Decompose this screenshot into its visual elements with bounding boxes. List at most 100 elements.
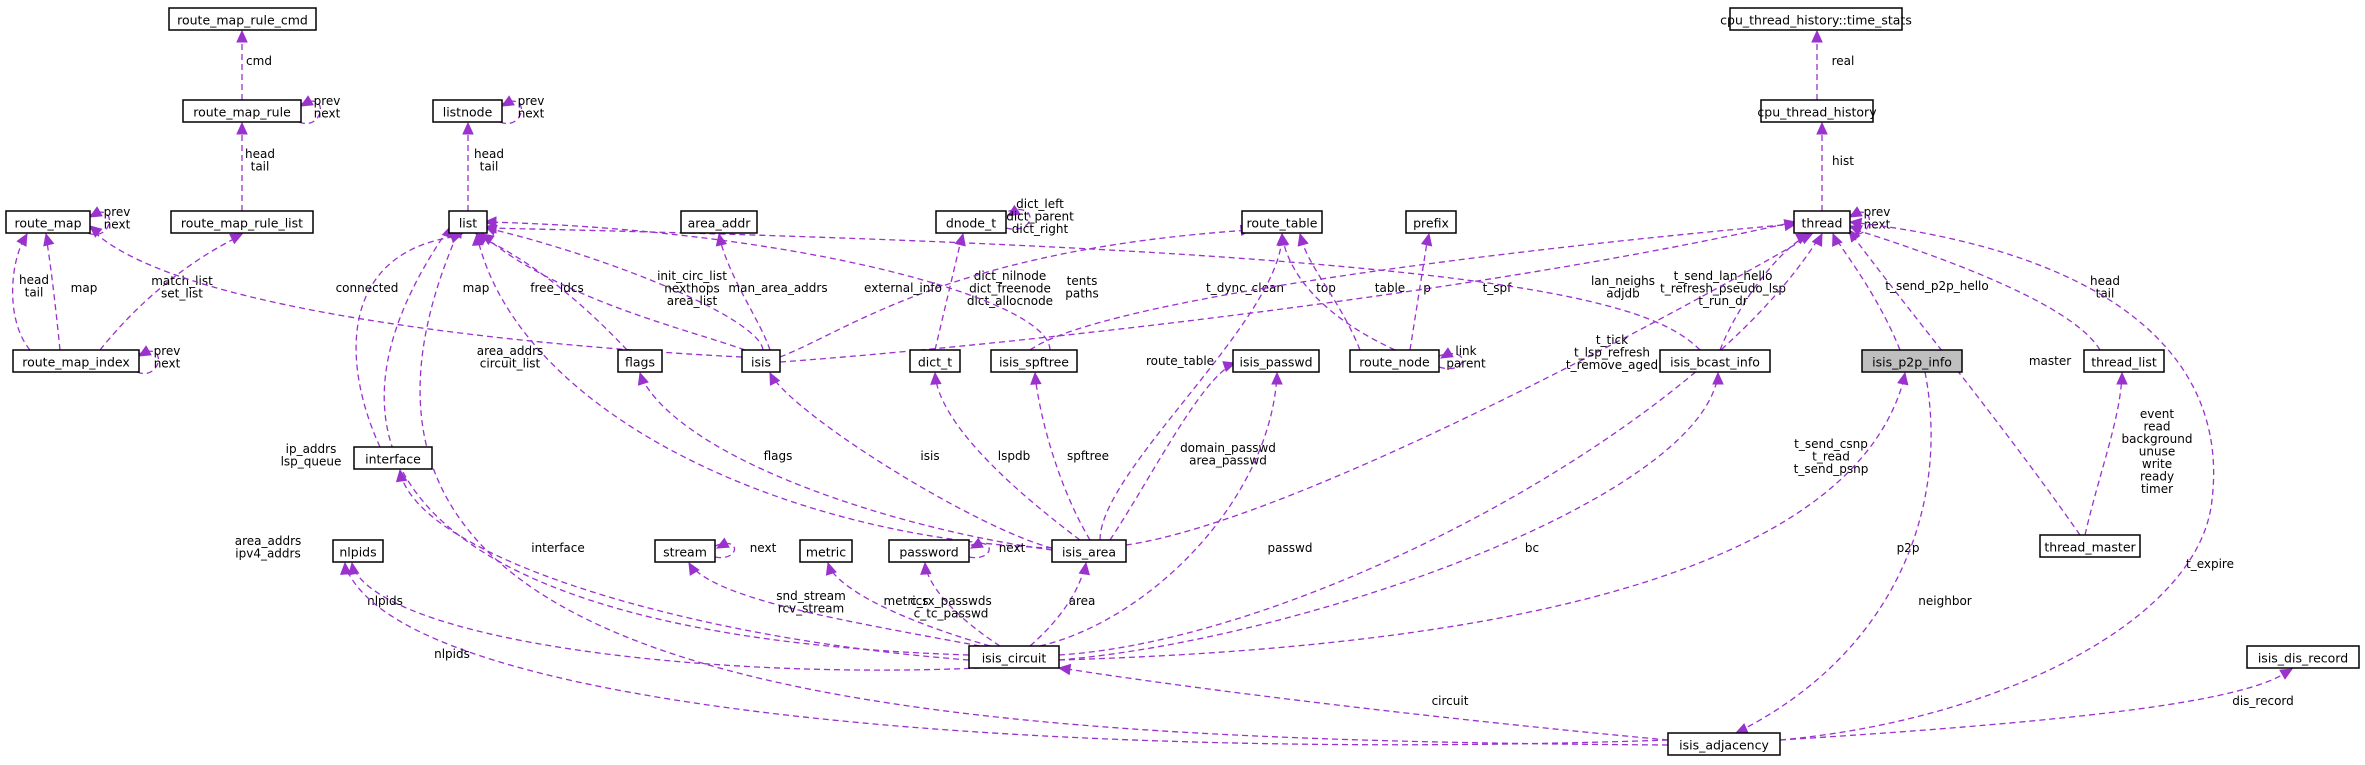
node-route-map-rule-cmd[interactable]: route_map_rule_cmd bbox=[168, 7, 317, 31]
node-isis-area[interactable]: isis_area bbox=[1051, 539, 1127, 563]
arrowhead-tm_lists bbox=[2116, 371, 2128, 385]
node-box bbox=[935, 210, 1007, 234]
edge-label: next bbox=[999, 541, 1026, 555]
edge-label: interface bbox=[531, 541, 585, 555]
node-dict-t[interactable]: dict_t bbox=[909, 349, 961, 373]
node-thread-list[interactable]: thread_list bbox=[2083, 349, 2165, 373]
edge-label: master bbox=[2029, 354, 2071, 368]
edge-line bbox=[486, 227, 1701, 351]
arrowhead-thread_self bbox=[1848, 206, 1863, 218]
edge-label: ready bbox=[2140, 470, 2174, 484]
node-box bbox=[182, 99, 302, 123]
node-box bbox=[2083, 349, 2165, 373]
edge-label: paths bbox=[1065, 287, 1099, 301]
node-isis-p2p-info[interactable]: isis_p2p_info bbox=[1861, 349, 1963, 373]
node-route-node[interactable]: route_node bbox=[1349, 349, 1440, 373]
edge-lan-neighs bbox=[486, 227, 1701, 351]
node-stream[interactable]: stream bbox=[654, 539, 716, 563]
node-thread-master[interactable]: thread_master bbox=[2039, 534, 2141, 558]
node-label: route_map_index bbox=[22, 355, 130, 370]
node-label: area_addr bbox=[688, 216, 752, 231]
node-isis-dis-record[interactable]: isis_dis_record bbox=[2246, 645, 2360, 669]
edge-match-set bbox=[99, 235, 241, 351]
node-list[interactable]: list bbox=[448, 210, 488, 234]
edge-label: free_idcs bbox=[530, 281, 583, 295]
edge-line bbox=[1125, 235, 1811, 546]
edge-label: area_addrs bbox=[235, 534, 302, 548]
node-metric[interactable]: metric bbox=[799, 539, 853, 563]
node-box bbox=[1241, 210, 1323, 234]
arrowhead-circ_interface bbox=[395, 468, 408, 483]
edge-label: ip_addrs bbox=[286, 442, 337, 456]
node-route-map-index[interactable]: route_map_index bbox=[12, 349, 140, 373]
node-flags[interactable]: flags bbox=[617, 349, 663, 373]
node-isis-spftree[interactable]: isis_spftree bbox=[990, 349, 1078, 373]
edge-label: t_send_csnp bbox=[1794, 437, 1868, 451]
edge-circ-passwd bbox=[1039, 374, 1278, 647]
edge-label: dict_parent bbox=[1006, 210, 1074, 224]
node-interface[interactable]: interface bbox=[353, 446, 433, 470]
edge-dis-record bbox=[1779, 669, 2291, 741]
edge-label: snd_stream bbox=[776, 589, 846, 603]
edge-area-isis bbox=[770, 374, 1053, 549]
node-area-addr[interactable]: area_addr bbox=[680, 210, 758, 234]
edge-label: prev bbox=[1864, 205, 1891, 219]
node-box bbox=[168, 7, 317, 31]
arrowhead-streams bbox=[688, 561, 700, 576]
node-box bbox=[1667, 732, 1781, 756]
node-label: thread_master bbox=[2044, 540, 2136, 555]
edge-label: p bbox=[1423, 281, 1431, 295]
node-cpu-thread-history[interactable]: cpu_thread_history bbox=[1757, 99, 1877, 123]
arrowhead-isis_map bbox=[89, 225, 103, 238]
edge-line bbox=[399, 471, 970, 661]
arrowhead-rmr_headtail bbox=[236, 121, 248, 135]
node-prefix[interactable]: prefix bbox=[1405, 210, 1457, 234]
node-cpu-thread-history-time-stats[interactable]: cpu_thread_history::time_stats bbox=[1720, 7, 1912, 31]
node-password[interactable]: password bbox=[888, 539, 970, 563]
edge-line bbox=[1719, 235, 1807, 351]
edge-label: prev bbox=[518, 94, 545, 108]
arrowhead-t_spf bbox=[1783, 219, 1798, 232]
node-route-map-rule-list[interactable]: route_map_rule_list bbox=[170, 210, 314, 234]
arrowhead-t_expire bbox=[1848, 217, 1863, 230]
node-listnode[interactable]: listnode bbox=[432, 99, 503, 123]
edge-label: unuse bbox=[2139, 445, 2175, 459]
edge-isis-lists bbox=[486, 227, 764, 351]
node-isis[interactable]: isis bbox=[741, 349, 781, 373]
edge-label: connected bbox=[336, 281, 399, 295]
edge-label: t_spf bbox=[1483, 281, 1513, 295]
node-thread[interactable]: thread bbox=[1793, 210, 1851, 234]
node-route-map[interactable]: route_map bbox=[5, 210, 91, 234]
node-dnode-t[interactable]: dnode_t bbox=[935, 210, 1007, 234]
node-isis-bcast-info[interactable]: isis_bcast_info bbox=[1659, 349, 1771, 373]
arrowhead-dnode_self bbox=[1006, 204, 1021, 217]
node-route-table[interactable]: route_table bbox=[1241, 210, 1323, 234]
node-label: dict_t bbox=[918, 355, 952, 370]
node-box bbox=[968, 645, 1060, 669]
arrowhead-man_area_addrs bbox=[715, 232, 728, 247]
node-label: stream bbox=[663, 545, 707, 560]
edge-label: adjdb bbox=[1606, 287, 1640, 301]
node-box bbox=[170, 210, 314, 234]
edge-label: hist bbox=[1832, 154, 1854, 168]
arrowhead-hist bbox=[1816, 121, 1828, 135]
edge-label: rcv_stream bbox=[778, 602, 844, 616]
edge-line bbox=[1060, 667, 1669, 741]
node-isis-adjacency[interactable]: isis_adjacency bbox=[1667, 732, 1781, 756]
node-nlpids[interactable]: nlpids bbox=[332, 539, 384, 563]
edge-line bbox=[486, 227, 764, 351]
edge-line bbox=[1299, 235, 1361, 351]
edge-t-dync-clean bbox=[779, 221, 1795, 363]
edge-label: head bbox=[474, 147, 504, 161]
node-box bbox=[1405, 210, 1457, 234]
edge-label: t_refresh_pseudo_lsp bbox=[1660, 282, 1786, 296]
edge-label: t_send_lan_hello bbox=[1674, 269, 1773, 283]
edge-label: timer bbox=[2141, 482, 2173, 496]
node-box bbox=[1861, 349, 1963, 373]
node-isis-passwd[interactable]: isis_passwd bbox=[1232, 349, 1320, 373]
edge-tm-lists bbox=[2084, 374, 2123, 536]
arrowhead-area_flags bbox=[637, 371, 649, 386]
node-route-map-rule[interactable]: route_map_rule bbox=[182, 99, 302, 123]
node-isis-circuit[interactable]: isis_circuit bbox=[968, 645, 1060, 669]
